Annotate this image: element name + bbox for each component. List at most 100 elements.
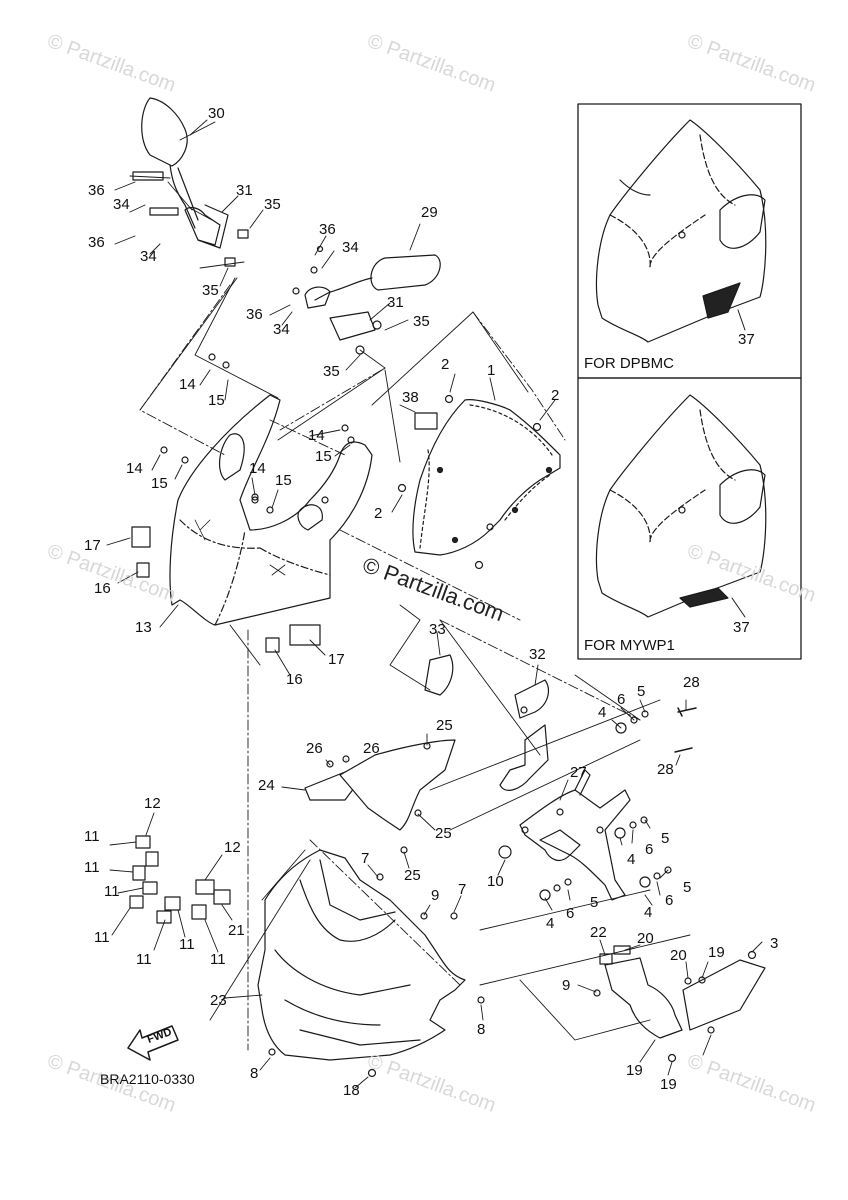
upper-fasteners [131,353,355,653]
callout: 26 [363,740,380,757]
decals [129,835,231,924]
callout: 27 [570,764,587,781]
callout: 24 [258,777,275,794]
callout: 17 [84,537,101,554]
callout: 6 [617,691,626,708]
callout: 34 [140,248,157,265]
callout: 36 [88,182,105,199]
leader-lines [139,121,691,1041]
callout: 25 [436,717,453,734]
windscreen [397,394,561,570]
callout: 30 [208,105,225,122]
callout: 12 [144,795,161,812]
callout: 19 [626,1062,643,1079]
inset-cowl-top [595,119,767,343]
callout: 35 [202,282,219,299]
fwd-arrow [127,1025,179,1061]
callout: 22 [590,924,607,941]
callout: 14 [249,460,266,477]
callout: 15 [208,392,225,409]
callout: 34 [273,321,290,338]
callout: 4 [644,904,653,921]
callout: 26 [306,740,323,757]
callout: 8 [250,1065,259,1082]
callout: 17 [328,651,345,668]
callout: 3 [770,935,779,952]
mirror-right [292,245,441,355]
lower-fairing [257,849,485,1078]
callout: 20 [670,947,687,964]
callout: 33 [429,621,446,638]
callout: 16 [94,580,111,597]
callout: 5 [637,683,646,700]
callout: 29 [421,204,438,221]
callout: 8 [477,1021,486,1038]
callout: 11 [104,883,120,900]
callout: 5 [683,879,692,896]
inset-cowl-bottom [595,394,767,618]
callout: 4 [598,704,607,721]
callout: 6 [645,841,654,858]
callout: 38 [402,389,419,406]
callout: 9 [562,977,571,994]
callout: 7 [458,881,467,898]
callout: 5 [590,894,599,911]
callout: 35 [264,196,281,213]
inset-part-number: 37 [733,619,750,636]
callout: 19 [660,1076,677,1093]
callout: 6 [566,905,575,922]
callout: 32 [529,646,546,663]
callout: 1 [487,362,496,379]
callout: 15 [315,448,332,465]
upper-cowl [169,394,373,626]
callout: 11 [84,828,100,845]
callout: 10 [487,873,504,890]
callout: 16 [286,671,303,688]
callout: 11 [210,951,226,968]
callout: 20 [637,930,654,947]
callout: 7 [361,850,370,867]
callout: 28 [657,761,674,778]
callout: 36 [319,221,336,238]
callout-leaders [106,119,763,1089]
callout: 11 [84,859,100,876]
callout: 28 [683,674,700,691]
callout: 5 [661,830,670,847]
callout: 2 [374,505,383,522]
callout: 13 [135,619,152,636]
callout: 14 [126,460,143,477]
callout: 35 [323,363,340,380]
callout: 31 [387,294,404,311]
inset-frames [577,103,802,660]
callout: 14 [179,376,196,393]
inset-part-number: 37 [738,331,755,348]
callout: 18 [343,1082,360,1099]
callout: 12 [224,839,241,856]
callout: 4 [546,915,555,932]
cowl-bracket [519,769,631,901]
callout: 11 [136,951,152,968]
callout: 25 [404,867,421,884]
callout: 35 [413,313,430,330]
callout: 36 [246,306,263,323]
callout: 31 [236,182,253,199]
stays [424,654,549,791]
inset-caption: FOR DPBMC [584,355,674,372]
callout: 11 [179,936,195,953]
callout: 15 [151,475,168,492]
inner-brackets [304,739,456,854]
callout: 2 [551,387,560,404]
callout: 14 [308,427,325,444]
callout: 15 [275,472,292,489]
callout: 34 [113,196,130,213]
callout: 11 [94,929,110,946]
callout: 23 [210,992,227,1009]
callout: 4 [627,851,636,868]
right-hardware [498,707,697,901]
callout: 9 [431,887,440,904]
callout: 2 [441,356,450,373]
callout: 21 [228,922,245,939]
diagram-code: BRA2110-0330 [100,1071,195,1087]
